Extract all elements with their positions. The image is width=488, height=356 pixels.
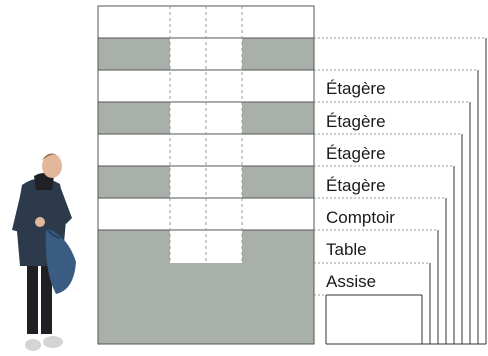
label-shelf-1: Étagère xyxy=(326,79,386,98)
shelf-fill-left-3 xyxy=(98,166,170,198)
shelf-fill-left-2 xyxy=(98,102,170,134)
label-shelf-4: Étagère xyxy=(326,176,386,195)
label-shelf-2: Étagère xyxy=(326,112,386,131)
vertical-guides xyxy=(169,6,243,263)
height-leaders xyxy=(325,38,487,345)
label-seat: Assise xyxy=(326,272,376,291)
label-shelf-3: Étagère xyxy=(326,144,386,163)
person-figure xyxy=(12,153,76,351)
shelf-fill-right-2 xyxy=(242,102,314,134)
label-table: Table xyxy=(326,240,367,259)
shelf-fill-left-1 xyxy=(98,38,170,70)
shelf-fill-right-1 xyxy=(242,38,314,70)
base-fill xyxy=(98,230,314,344)
label-counter: Comptoir xyxy=(326,208,395,227)
shelf-fill-right-3 xyxy=(242,166,314,198)
shelving-elevation: Étagère Étagère Étagère Étagère Comptoir… xyxy=(97,5,487,345)
